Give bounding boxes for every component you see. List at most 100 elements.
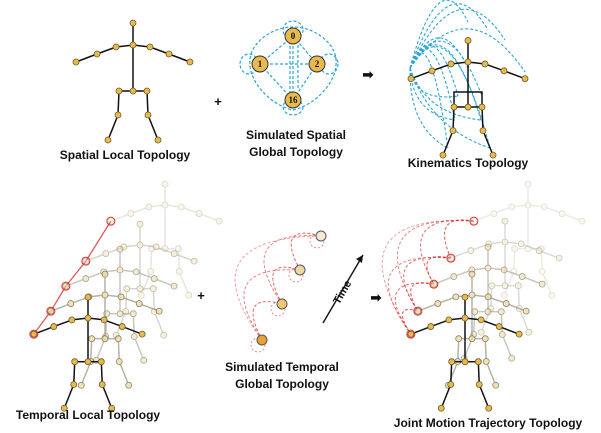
bone-line (125, 288, 128, 312)
joint-node (118, 323, 126, 330)
joint-node (447, 381, 455, 388)
trajectory-node (106, 216, 116, 226)
joint-node (136, 241, 144, 249)
joint-node (129, 41, 137, 49)
joint-node (115, 358, 123, 365)
bone-line (117, 90, 120, 116)
bone-line (110, 212, 132, 222)
joint-node (70, 381, 78, 388)
joint-node (515, 330, 523, 338)
bone-line (101, 384, 113, 409)
bone-line (450, 361, 453, 385)
bone-line (180, 206, 200, 215)
joint-node (100, 316, 108, 324)
joint-node (101, 270, 109, 278)
dashed-kinematic-edge (409, 0, 469, 69)
bone-line (511, 204, 529, 208)
joint-node (450, 273, 458, 280)
dashed-trajectory-edge (387, 256, 451, 335)
joint-node (467, 247, 475, 254)
joint-node (30, 330, 38, 338)
joint-node (482, 358, 490, 365)
temporal-node (256, 334, 268, 346)
joint-node (468, 270, 476, 278)
joint-node (450, 103, 458, 111)
bone-line (493, 206, 513, 215)
bone-line (146, 90, 149, 116)
bone-line (65, 277, 87, 287)
joint-node (407, 330, 415, 338)
bone-line (527, 204, 545, 208)
bone-line (505, 302, 527, 312)
caption-temporal-local: Temporal Local Topology (16, 408, 161, 422)
joint-node (464, 58, 472, 66)
skeleton (447, 217, 563, 336)
joint-node (414, 307, 422, 315)
bone-line (521, 275, 543, 285)
joint-node (548, 291, 556, 299)
joint-node (439, 151, 447, 159)
bone-line (117, 338, 120, 362)
joint-node (145, 203, 153, 211)
joint-node (60, 404, 68, 412)
joint-node (161, 245, 169, 253)
joint-node (468, 335, 476, 343)
joint-node (500, 266, 508, 274)
bone-line (153, 277, 175, 287)
bone-line (168, 53, 191, 63)
joint-node (138, 330, 146, 338)
joint-node (437, 404, 445, 412)
caption-simulated-temporal-line1: Simulated Temporal (225, 360, 339, 374)
dashed-kinematic-edge (409, 8, 506, 69)
bone-line (75, 53, 98, 63)
joint-node (102, 250, 110, 257)
joint-node (518, 273, 526, 280)
joint-node (68, 316, 76, 324)
joint-node (82, 275, 90, 282)
joint-node (97, 358, 105, 366)
graph-node-label: 16 (289, 95, 299, 105)
bone-line (513, 248, 516, 272)
trajectory-node (413, 306, 423, 316)
joint-node (537, 245, 545, 253)
joint-node (478, 103, 486, 111)
caption-spatial-local: Spatial Local Topology (60, 148, 191, 162)
joint-node (517, 240, 525, 248)
joint-node (67, 300, 75, 307)
joint-node (136, 285, 144, 293)
trajectory-node (61, 281, 71, 291)
joint-node (464, 37, 472, 44)
joint-node (484, 264, 492, 272)
bone-line (90, 338, 93, 362)
joint-node (490, 210, 498, 217)
joint-node (147, 268, 155, 275)
bone-line (139, 244, 157, 248)
joint-node (129, 310, 137, 318)
joint-node (468, 291, 476, 299)
joint-node (112, 43, 120, 51)
joint-node (215, 217, 223, 225)
bone-line (107, 114, 119, 141)
joint-node (160, 331, 168, 339)
bone-line (501, 334, 513, 359)
trajectory-node (29, 329, 39, 339)
spatial-local-skeleton (72, 19, 194, 144)
joint-node (195, 210, 203, 217)
bone-line (442, 130, 454, 156)
joint-node (501, 217, 509, 225)
dashed-trajectory-edge (396, 220, 474, 312)
joint-node (108, 404, 116, 412)
joint-node (558, 210, 566, 217)
skeleton (414, 270, 530, 389)
joint-node (474, 358, 482, 366)
joint-node (488, 282, 496, 290)
dashed-kinematic-edge (409, 52, 449, 149)
joint-node (481, 60, 489, 68)
bone-line (132, 313, 135, 337)
joint-node (524, 180, 532, 188)
caption-simulated-spatial-line2: Global Topology (249, 145, 343, 159)
joint-node (62, 282, 70, 290)
bone-line (33, 325, 55, 335)
joint-node (77, 381, 85, 389)
joint-node (101, 335, 109, 343)
